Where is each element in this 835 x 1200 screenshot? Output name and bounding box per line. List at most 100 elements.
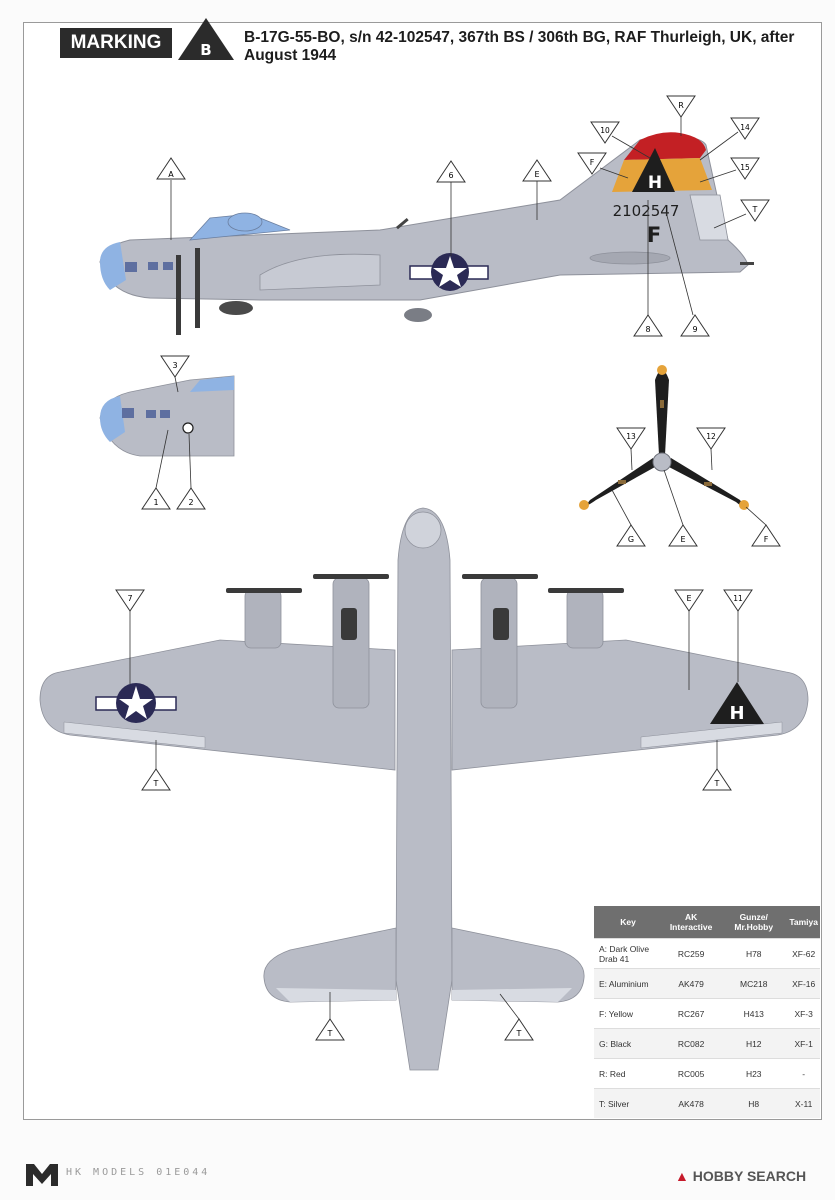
legend-ak: RC259	[662, 938, 721, 969]
nose-detail-view	[99, 375, 235, 457]
callout-f-side: F	[577, 152, 629, 179]
tail-serial: 2102547	[613, 202, 680, 220]
legend-tamiya: XF-1	[787, 1028, 820, 1059]
svg-text:13: 13	[626, 432, 636, 441]
callout-1: 1	[141, 429, 171, 510]
svg-text:T: T	[516, 1029, 522, 1038]
hobby-search-watermark: ▲ HOBBY SEARCH	[675, 1168, 806, 1184]
legend-header-key: Key	[594, 906, 662, 939]
top-view-aircraft: H	[39, 507, 809, 1071]
wing-letter: H	[729, 703, 744, 724]
marking-letter: B	[200, 41, 211, 59]
svg-text:15: 15	[740, 163, 750, 172]
callout-3: 3	[160, 355, 190, 393]
paint-legend-table: Key AK Interactive Gunze/ Mr.Hobby Tamiy…	[594, 906, 820, 1118]
publisher-code: HK MODELS 01E044	[66, 1167, 211, 1178]
table-row: G: Black RC082 H12 XF-1	[594, 1028, 820, 1059]
legend-header-ak: AK Interactive	[662, 906, 721, 939]
legend-gunze: H12	[720, 1028, 788, 1059]
svg-text:6: 6	[448, 171, 453, 180]
callout-14: 14	[699, 117, 760, 161]
svg-text:11: 11	[733, 594, 743, 603]
legend-tamiya: XF-16	[787, 968, 820, 999]
svg-text:7: 7	[127, 594, 132, 603]
table-row: F: Yellow RC267 H413 XF-3	[594, 998, 820, 1029]
svg-text:E: E	[680, 535, 685, 544]
svg-text:A: A	[168, 170, 174, 179]
callout-g: G	[611, 489, 646, 547]
legend-ak: AK478	[662, 1088, 721, 1118]
legend-key: T: Silver	[594, 1088, 662, 1118]
tail-letter: H	[648, 173, 662, 193]
legend-header-tamiya: Tamiya	[787, 906, 820, 939]
watermark-icon: ▲	[675, 1168, 689, 1184]
svg-text:T: T	[752, 205, 758, 214]
callout-t-right-wing: T	[702, 740, 732, 791]
legend-key: E: Aluminium	[594, 968, 662, 999]
callout-f-prop: F	[745, 506, 781, 547]
callout-e-top: E	[674, 589, 704, 690]
table-row: R: Red RC005 H23 -	[594, 1058, 820, 1089]
legend-gunze: H8	[720, 1088, 788, 1118]
callout-a: A	[156, 157, 186, 240]
svg-text:E: E	[534, 170, 539, 179]
legend-key: G: Black	[594, 1028, 662, 1059]
callout-r: R	[666, 95, 696, 136]
legend-header-gunze: Gunze/ Mr.Hobby	[720, 906, 788, 939]
svg-text:E: E	[686, 594, 691, 603]
callout-13: 13	[616, 427, 646, 471]
legend-key: F: Yellow	[594, 998, 662, 1029]
svg-text:F: F	[590, 158, 595, 167]
legend-gunze: MC218	[720, 968, 788, 999]
callout-t-tail-right: T	[499, 993, 534, 1041]
callout-e-prop: E	[663, 469, 698, 547]
svg-text:3: 3	[172, 361, 177, 370]
propeller-detail-view	[579, 365, 749, 510]
marking-letter-badge: B	[178, 18, 234, 60]
svg-text:2: 2	[188, 498, 193, 507]
callout-9: 9	[665, 211, 710, 337]
legend-ak: RC267	[662, 998, 721, 1029]
legend-tamiya: -	[787, 1058, 820, 1089]
svg-text:T: T	[714, 779, 720, 788]
svg-text:9: 9	[692, 325, 697, 334]
callout-6: 6	[436, 160, 466, 256]
table-row: T: Silver AK478 H8 X-11	[594, 1088, 820, 1118]
svg-text:T: T	[327, 1029, 333, 1038]
callout-t-tail-left: T	[315, 992, 345, 1041]
fuselage-letter: F	[647, 223, 661, 247]
callout-10: 10	[590, 121, 651, 159]
watermark-text-b: SEARCH	[746, 1168, 807, 1184]
svg-text:R: R	[678, 101, 684, 110]
side-view-aircraft: H 2102547 F	[99, 132, 754, 335]
svg-text:12: 12	[706, 432, 716, 441]
svg-text:8: 8	[645, 325, 650, 334]
svg-text:1: 1	[153, 498, 158, 507]
callout-t-side: T	[713, 199, 770, 229]
legend-ak: RC082	[662, 1028, 721, 1059]
callout-15: 15	[699, 157, 760, 183]
legend-tamiya: X-11	[787, 1088, 820, 1118]
page-title: B-17G-55-BO, s/n 42-102547, 367th BS / 3…	[244, 29, 795, 64]
legend-gunze: H78	[720, 938, 788, 969]
hk-models-logo-icon	[26, 1164, 58, 1186]
table-row: A: Dark Olive Drab 41 RC259 H78 XF-62	[594, 938, 820, 969]
callout-11: 11	[723, 589, 753, 682]
legend-gunze: H413	[720, 998, 788, 1029]
callout-2: 2	[176, 433, 206, 510]
svg-text:F: F	[764, 535, 769, 544]
svg-text:T: T	[153, 779, 159, 788]
legend-tamiya: XF-62	[787, 938, 820, 969]
legend-ak: RC005	[662, 1058, 721, 1089]
legend-tamiya: XF-3	[787, 998, 820, 1029]
legend-ak: AK479	[662, 968, 721, 999]
callout-8: 8	[633, 200, 663, 337]
legend-header-row: Key AK Interactive Gunze/ Mr.Hobby Tamiy…	[594, 906, 820, 939]
table-row: E: Aluminium AK479 MC218 XF-16	[594, 968, 820, 999]
svg-text:14: 14	[740, 123, 750, 132]
watermark-text-a: HOBBY	[692, 1168, 744, 1184]
svg-text:G: G	[628, 535, 634, 544]
callout-t-left-wing: T	[141, 740, 171, 791]
marking-label: MARKING	[60, 28, 172, 58]
callout-12: 12	[696, 427, 726, 471]
